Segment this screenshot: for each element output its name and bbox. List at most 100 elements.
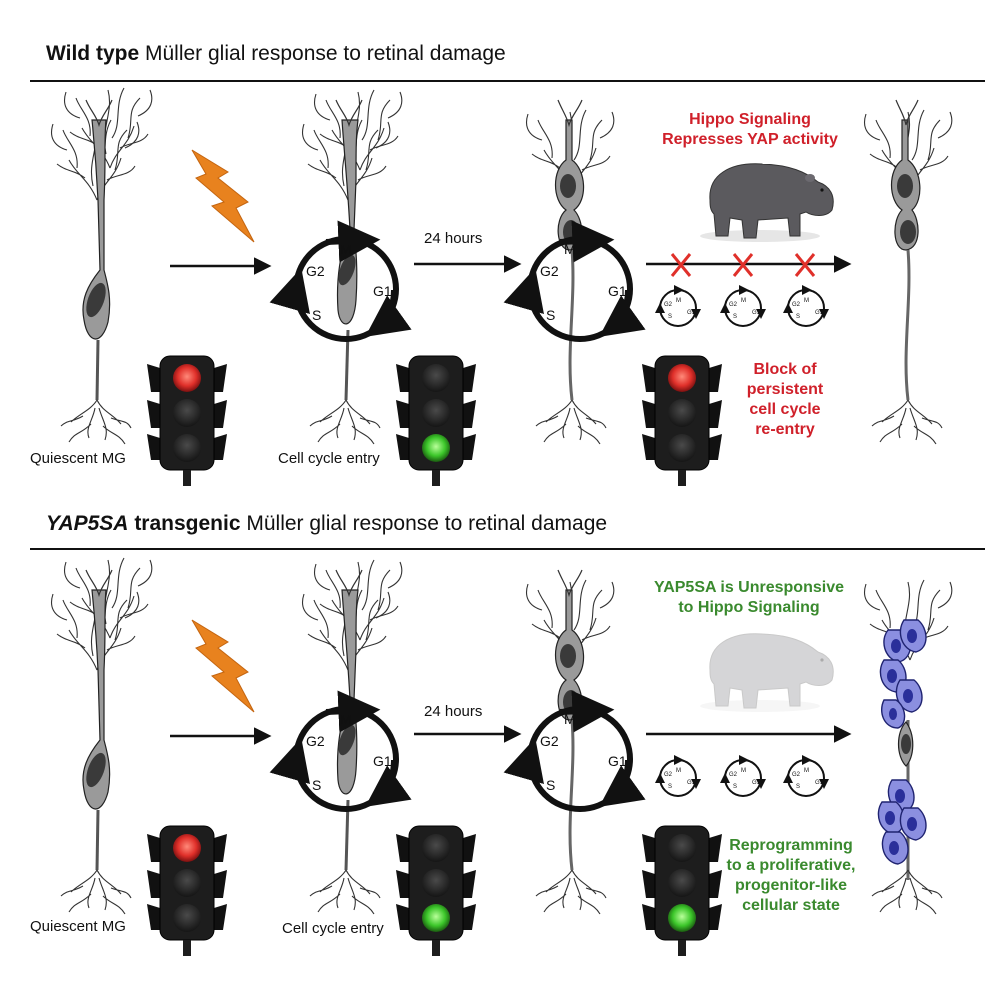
phase-g2: G2 [792, 772, 801, 778]
phase-m: M [741, 298, 746, 304]
phase-s: S [668, 314, 672, 320]
yap-hippo-icon-faded [700, 633, 834, 712]
wt-traffic-light-red-2-icon [641, 355, 723, 487]
small-cell-cycle-icon [660, 760, 696, 796]
block-x-icon-2 [732, 253, 754, 277]
phase-g1: G1 [815, 310, 824, 316]
yap5sa-title-rest: Müller glial response to retinal damage [240, 512, 608, 535]
phase-g2: G2 [729, 772, 738, 778]
phase-s: S [733, 314, 737, 320]
phase-g2: G2 [664, 302, 673, 308]
small-cell-cycle-icon [788, 290, 824, 326]
phase-g2: G2 [664, 772, 673, 778]
phase-g1: G1 [608, 753, 627, 769]
wt-entry-label: Cell cycle entry [278, 450, 380, 467]
phase-s: S [796, 784, 800, 790]
yap-hours-label: 24 hours [424, 703, 483, 720]
wild-type-header: Wild type Müller glial response to retin… [46, 42, 506, 66]
wt-hippo-note-line: Represses YAP activity [662, 131, 838, 148]
block-x-icon-1 [670, 253, 692, 277]
header-rule-top [30, 80, 985, 82]
wt-cycle-24h-icon [503, 220, 646, 342]
wt-quiescent-label: Quiescent MG [30, 450, 126, 467]
wt-cycle-entry-icon [269, 220, 412, 342]
phase-g1: G1 [373, 753, 392, 769]
phase-g2: G2 [540, 733, 559, 749]
yap-cycle-24h-icon [503, 690, 646, 812]
wt-outcome-line: persistent [746, 381, 824, 398]
wt-lightning-bolt-icon [191, 149, 255, 243]
phase-s: S [796, 314, 800, 320]
phase-m: M [676, 298, 681, 304]
phase-g1: G1 [687, 310, 696, 316]
phase-g1: G1 [815, 780, 824, 786]
yap-traffic-light-green-2-icon [641, 825, 723, 957]
yap-outcome-line: cellular state [742, 897, 840, 914]
yap5sa-title-bold: transgenic [128, 512, 241, 535]
phase-m: M [340, 711, 352, 727]
wt-block-x-icons [670, 253, 816, 277]
phase-s: S [312, 777, 321, 793]
small-cell-cycle-icon [788, 760, 824, 796]
phase-s: S [668, 784, 672, 790]
yap-hippo-note: YAP5SA is Unresponsive to Hippo Signalin… [624, 578, 874, 618]
wt-outcome-line: Block of [753, 361, 817, 378]
block-x-icon-3 [794, 253, 816, 277]
phase-m: M [340, 241, 352, 257]
wt-final-mg [865, 100, 952, 444]
wild-type-title-bold: Wild type [46, 42, 140, 65]
yap-outcome-line: Reprogramming [729, 837, 853, 854]
wt-hippo-note-line: Hippo Signaling [689, 111, 811, 128]
wild-type-title-rest: Müller glial response to retinal damage [139, 42, 506, 65]
phase-g1: G1 [373, 283, 392, 299]
wt-outcome-line: cell cycle [749, 401, 821, 418]
phase-g2: G2 [540, 263, 559, 279]
wt-outcome-line: re-entry [755, 421, 815, 438]
phase-g1: G1 [752, 780, 761, 786]
small-cell-cycle-icon [660, 290, 696, 326]
phase-m: M [804, 768, 809, 774]
wt-traffic-light-green-icon [395, 355, 477, 487]
wt-hippo-note: Hippo Signaling Represses YAP activity [630, 110, 870, 150]
yap-hippo-note-line: YAP5SA is Unresponsive [653, 579, 844, 596]
yap-traffic-light-red-icon [146, 825, 228, 957]
phase-g1: G1 [608, 283, 627, 299]
wt-hippo-icon [700, 163, 834, 242]
header-rule-bottom [30, 548, 985, 550]
phase-g2: G2 [729, 302, 738, 308]
yap-outcome-line: to a proliferative, [726, 857, 856, 874]
yap-cycle-entry-icon [269, 690, 412, 812]
yap5sa-title-italic: YAP5SA [46, 512, 129, 535]
small-cell-cycle-icon [725, 760, 761, 796]
yap-lightning-bolt-icon [191, 619, 255, 713]
phase-g2: G2 [306, 263, 325, 279]
phase-g1: G1 [752, 310, 761, 316]
yap-entry-label: Cell cycle entry [282, 920, 384, 937]
yap-progenitor-cluster [863, 579, 953, 915]
yap-quiescent-mg [52, 558, 152, 914]
phase-labels: M G2 G1 S M G2 G1 S M G2 G1 S M G2 G1 S … [306, 241, 824, 793]
yap5sa-header: YAP5SA transgenic Müller glial response … [46, 512, 607, 536]
yap-small-cycles [660, 760, 824, 796]
phase-s: S [733, 784, 737, 790]
phase-g1: G1 [687, 780, 696, 786]
yap-quiescent-label: Quiescent MG [30, 918, 126, 935]
wt-small-cycles [660, 290, 824, 326]
phase-g2: G2 [306, 733, 325, 749]
phase-s: S [546, 307, 555, 323]
wt-traffic-light-red-icon [146, 355, 228, 487]
phase-m: M [741, 768, 746, 774]
phase-g2: G2 [792, 302, 801, 308]
wt-outcome-note: Block of persistent cell cycle re-entry [730, 360, 840, 440]
phase-s: S [312, 307, 321, 323]
yap-hippo-note-line: to Hippo Signaling [678, 599, 820, 616]
phase-m: M [564, 241, 576, 257]
wt-hours-label: 24 hours [424, 230, 483, 247]
wt-quiescent-mg [52, 88, 152, 444]
yap-traffic-light-green-icon [395, 825, 477, 957]
phase-m: M [804, 298, 809, 304]
yap-outcome-line: progenitor-like [734, 877, 847, 894]
phase-m: M [676, 768, 681, 774]
